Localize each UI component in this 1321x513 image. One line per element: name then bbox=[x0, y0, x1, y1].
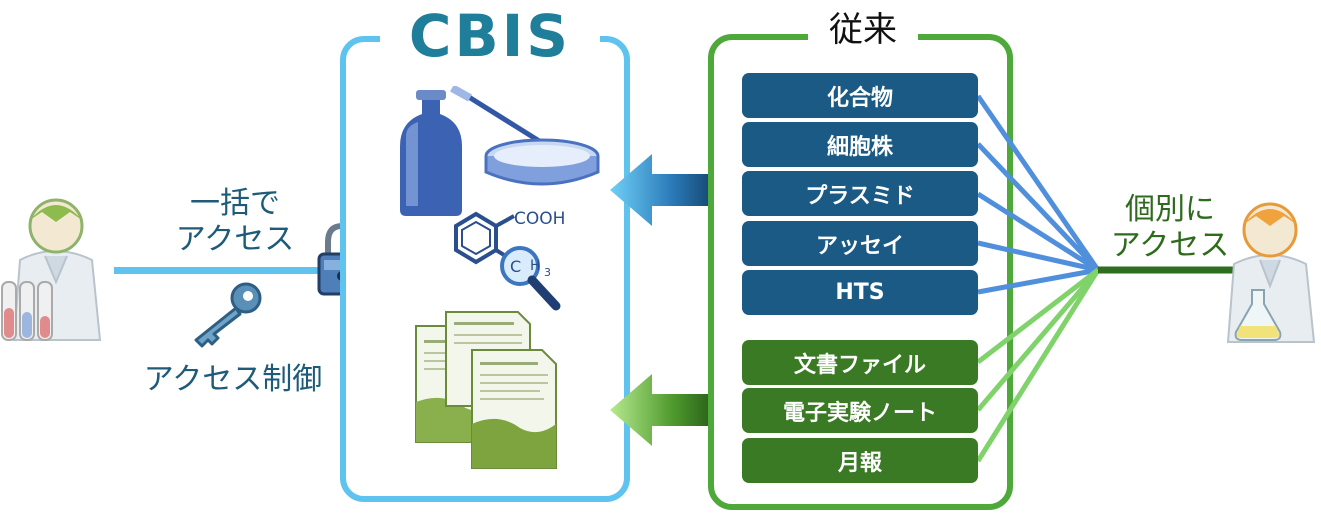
individual-access-label: 個別に アクセス bbox=[1090, 192, 1250, 264]
legacy-item-e-lab-notebook: 電子実験ノート bbox=[742, 388, 978, 433]
legacy-item-monthly-report: 月報 bbox=[742, 438, 978, 483]
legacy-item-compound: 化合物 bbox=[742, 73, 978, 118]
molecule-icon: COOH C H 3 bbox=[454, 209, 565, 311]
ch3-sub-label: 3 bbox=[544, 266, 551, 279]
bulk-access-line bbox=[114, 267, 324, 274]
legacy-item-assay: アッセイ bbox=[742, 221, 978, 266]
individual-access-line2: アクセス bbox=[1110, 228, 1230, 263]
legacy-title-background bbox=[808, 10, 918, 54]
left-researcher-icon bbox=[1, 198, 102, 341]
documents-icon bbox=[415, 311, 557, 469]
legacy-item-cell-line: 細胞株 bbox=[742, 122, 978, 167]
cbis-logo: CBIS bbox=[408, 2, 572, 70]
green-arrow-icon bbox=[610, 374, 724, 446]
reagent-bottle-icon bbox=[400, 86, 600, 216]
individual-access-line1: 個別に bbox=[1125, 192, 1215, 227]
key-icon bbox=[194, 282, 262, 348]
cooh-label: COOH bbox=[514, 209, 565, 229]
bulk-access-line2: アクセス bbox=[175, 222, 295, 257]
legacy-item-plasmid: プラスミド bbox=[742, 171, 978, 216]
bulk-access-line1: 一括で bbox=[190, 186, 280, 221]
legacy-title: 従来 bbox=[829, 10, 897, 50]
blue-arrow-icon bbox=[610, 154, 724, 226]
ch3-h-label: H bbox=[530, 258, 541, 274]
ch3-c-label: C bbox=[510, 257, 521, 276]
bulk-access-label: 一括で アクセス bbox=[150, 186, 320, 258]
legacy-item-hts: HTS bbox=[742, 270, 978, 315]
legacy-item-document-file: 文書ファイル bbox=[742, 340, 978, 385]
access-control-label: アクセス制御 bbox=[143, 362, 323, 397]
cbis-logo-background bbox=[380, 8, 600, 64]
right-researcher-icon bbox=[1226, 202, 1316, 343]
